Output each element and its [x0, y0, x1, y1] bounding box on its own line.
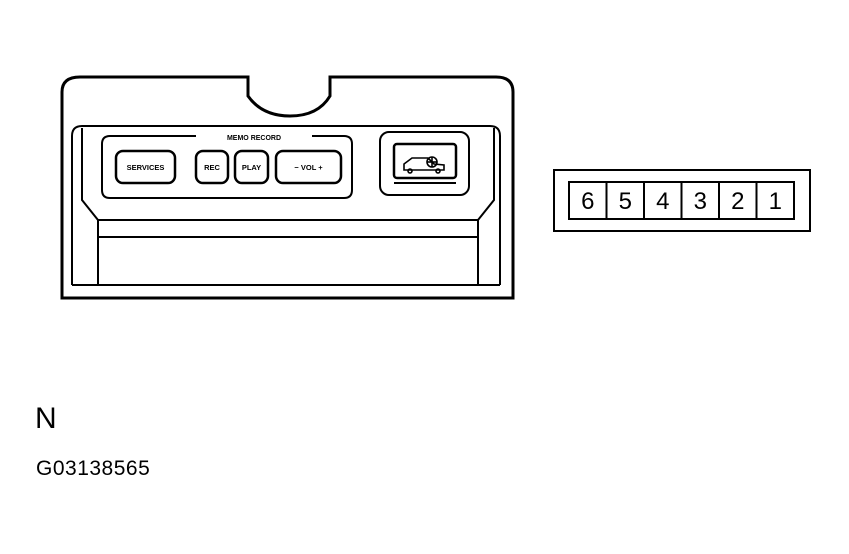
connector-pin-label: 3 [694, 188, 707, 215]
inner-panel [71, 125, 501, 286]
connector-pin-2: 2 [718, 181, 758, 220]
volume-button[interactable]: − VOL + [274, 149, 343, 185]
connector-pin-4: 4 [643, 181, 683, 220]
connector-pin-3: 3 [680, 181, 720, 220]
connector-pin-6: 6 [568, 181, 608, 220]
vehicle-button[interactable] [392, 142, 458, 184]
connector-pin-label: 6 [581, 188, 594, 215]
connector-pin-label: 2 [731, 188, 744, 215]
connector-pin-5: 5 [605, 181, 645, 220]
services-button-label: SERVICES [127, 163, 165, 172]
services-button[interactable]: SERVICES [114, 149, 177, 185]
play-button-label: PLAY [242, 163, 261, 172]
play-button[interactable]: PLAY [233, 149, 270, 185]
vehicle-globe-icon [403, 156, 445, 174]
housing-tab [247, 77, 331, 118]
connector-pin-1: 1 [755, 181, 795, 220]
rec-button[interactable]: REC [194, 149, 230, 185]
volume-button-label: − VOL + [294, 163, 323, 172]
memo-record-label: MEMO RECORD [227, 135, 281, 142]
connector-pin-label: 1 [769, 188, 782, 215]
connector-letter: N [35, 402, 57, 435]
rec-button-label: REC [204, 163, 220, 172]
connector-housing [553, 169, 811, 232]
figure-code: G03138565 [36, 457, 151, 480]
connector-pin-label: 5 [619, 188, 632, 215]
vehicle-button-bezel [379, 131, 470, 196]
connector-pin-label: 4 [656, 188, 669, 215]
memo-record-group [101, 135, 353, 199]
console-housing [60, 75, 515, 300]
